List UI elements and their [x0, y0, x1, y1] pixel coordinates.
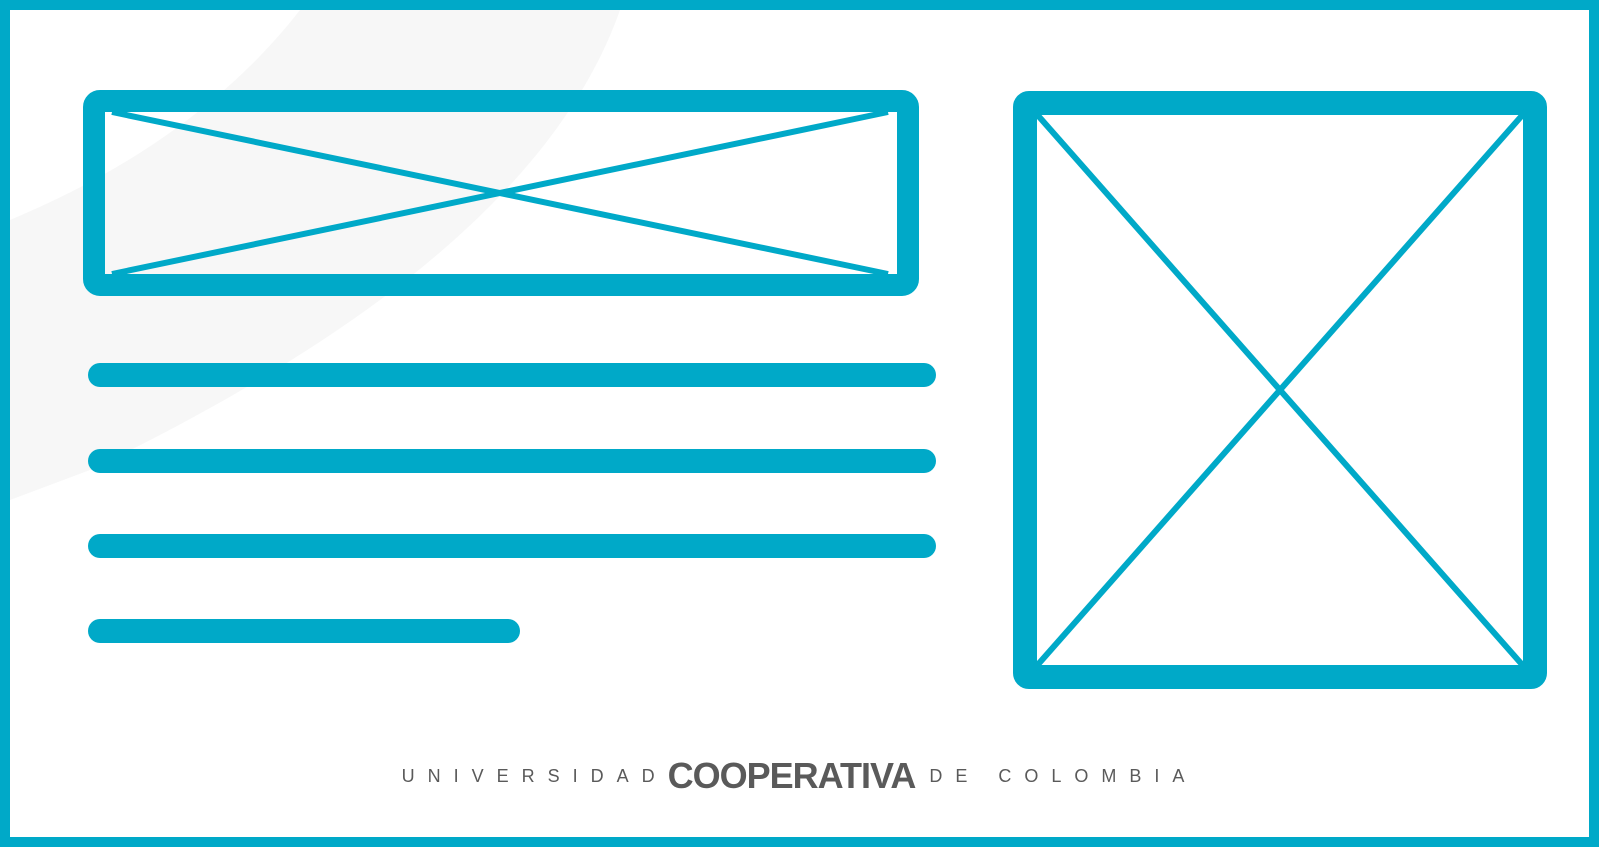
side-image-placeholder-icon	[1013, 91, 1547, 689]
logo-word-de-colombia: DE COLOMBIA	[929, 765, 1198, 786]
logo-word-universidad: UNIVERSIDAD	[401, 765, 668, 786]
university-logo: UNIVERSIDAD COOPERATIVA DE COLOMBIA	[0, 755, 1599, 796]
banner-image-placeholder-icon	[83, 90, 919, 296]
logo-word-cooperativa: COOPERATIVA	[667, 755, 917, 796]
